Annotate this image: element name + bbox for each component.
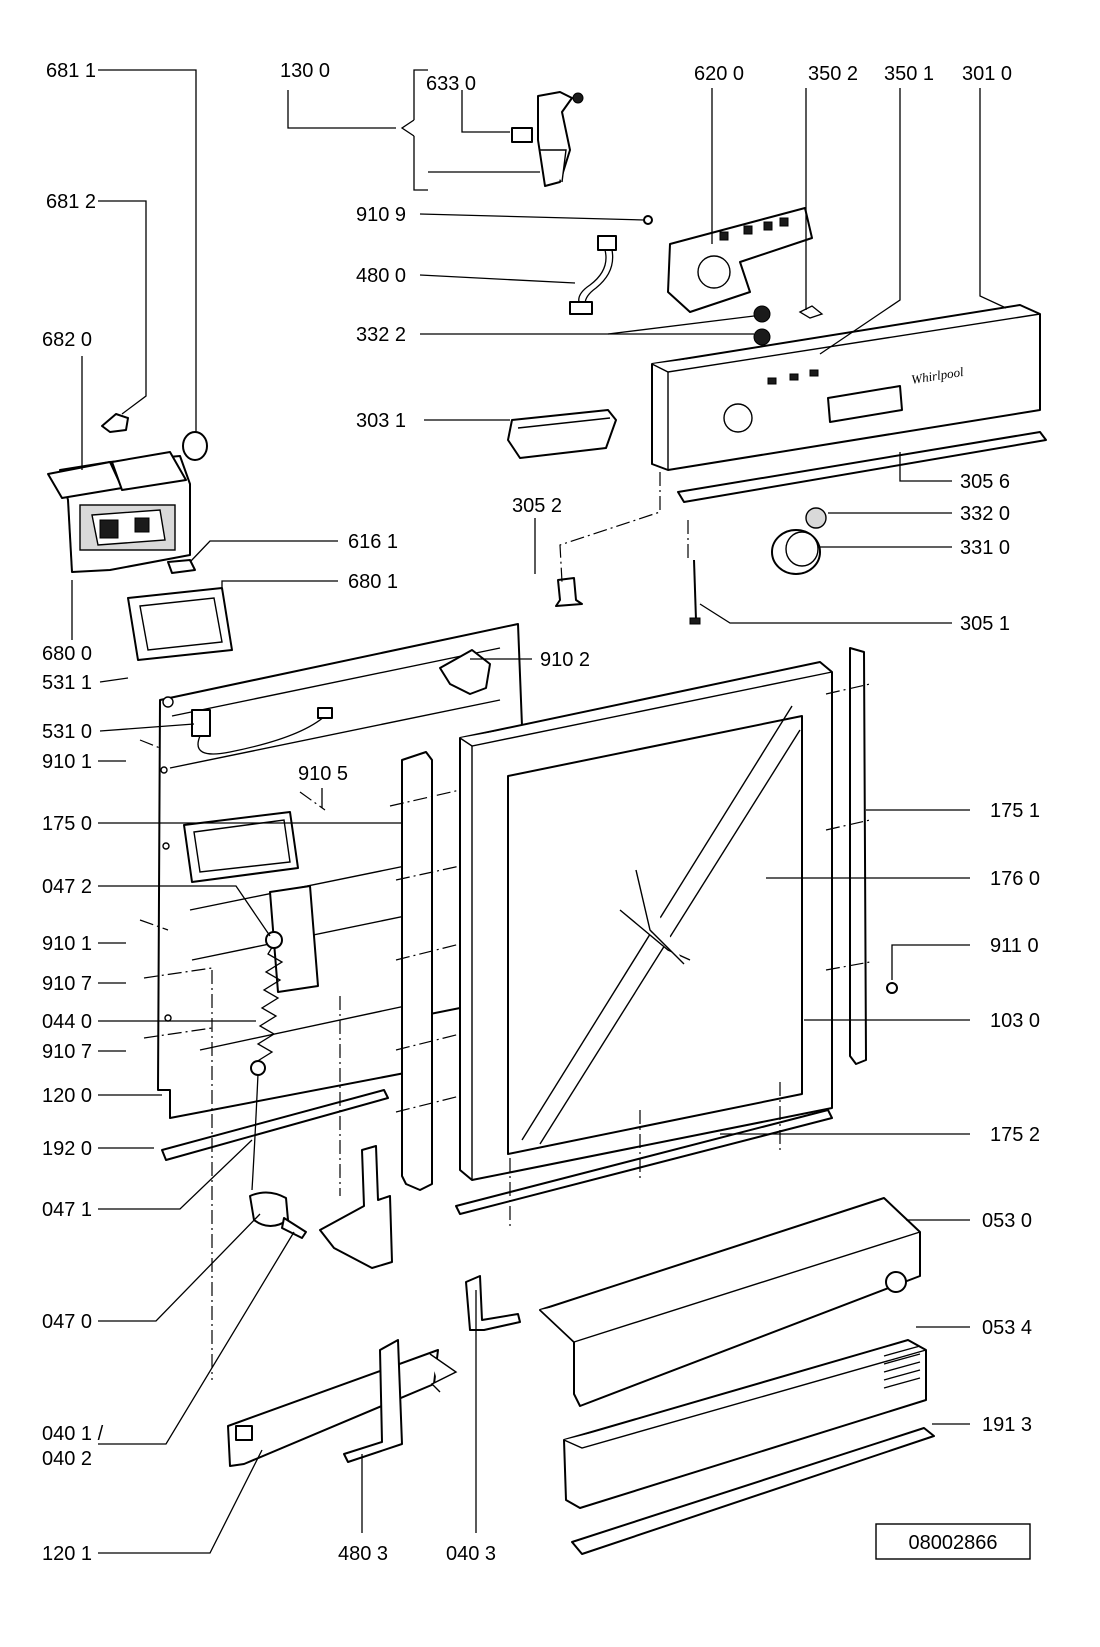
part-047-0-pulley xyxy=(249,1191,307,1239)
label-332-2: 332 2 xyxy=(356,324,406,346)
part-175-1-side-trim xyxy=(849,647,867,1065)
part-910-9 xyxy=(643,215,653,225)
label-040-2: 040 2 xyxy=(42,1448,92,1470)
label-053-4: 053 4 xyxy=(982,1317,1032,1339)
label-910-7-a: 910 7 xyxy=(42,973,92,995)
document-number-box xyxy=(875,1523,1031,1560)
label-044-0: 044 0 xyxy=(42,1011,92,1033)
part-053-4-vent-cover xyxy=(563,1339,927,1509)
label-910-2: 910 2 xyxy=(540,649,590,671)
part-191-3-strip xyxy=(571,1427,935,1555)
label-331-0: 331 0 xyxy=(960,537,1010,559)
label-332-0: 332 0 xyxy=(960,503,1010,525)
label-680-0: 680 0 xyxy=(42,643,92,665)
part-120-1-lower-panel xyxy=(227,1349,458,1467)
label-620-0: 620 0 xyxy=(694,63,744,85)
label-192-0: 192 0 xyxy=(42,1138,92,1160)
label-120-1: 120 1 xyxy=(42,1543,92,1565)
part-103-0-outer-door xyxy=(459,661,833,1181)
label-531-0: 531 0 xyxy=(42,721,92,743)
part-620-0-board xyxy=(667,207,813,313)
part-332-2-a xyxy=(753,305,771,323)
label-531-1: 531 1 xyxy=(42,672,92,694)
label-305-1: 305 1 xyxy=(960,613,1010,635)
label-301-0: 301 0 xyxy=(962,63,1012,85)
label-681-2: 681 2 xyxy=(46,191,96,213)
part-332-2-b xyxy=(753,328,771,346)
part-531-0-door-switch xyxy=(191,707,333,755)
label-047-1: 047 1 xyxy=(42,1199,92,1221)
part-175-2-bottom-trim xyxy=(455,1109,833,1215)
label-040-1: 040 1 / xyxy=(42,1423,104,1445)
part-331-0-knob xyxy=(771,529,821,575)
label-175-0: 175 0 xyxy=(42,813,92,835)
part-305-1-rod xyxy=(689,559,701,625)
part-040-1-hinge xyxy=(319,1145,393,1269)
part-040-3-bracket xyxy=(465,1275,521,1331)
label-910-1-b: 910 1 xyxy=(42,933,92,955)
label-910-5: 910 5 xyxy=(298,763,348,785)
label-633-0: 633 0 xyxy=(426,73,476,95)
label-910-1-a: 910 1 xyxy=(42,751,92,773)
part-305-2 xyxy=(555,577,583,607)
part-681-2 xyxy=(101,413,129,433)
part-047-1-cable xyxy=(251,1073,259,1191)
label-053-0: 053 0 xyxy=(982,1210,1032,1232)
label-175-2: 175 2 xyxy=(990,1124,1040,1146)
part-910-2-bracket xyxy=(439,649,491,695)
part-130-0-latch xyxy=(511,91,584,187)
label-480-3: 480 3 xyxy=(338,1543,388,1565)
leader-lines xyxy=(71,69,1007,1554)
label-175-1: 175 1 xyxy=(990,800,1040,822)
label-305-2: 305 2 xyxy=(512,495,562,517)
part-192-0-strip xyxy=(161,1089,389,1161)
part-681-1 xyxy=(182,431,208,461)
label-303-1: 303 1 xyxy=(356,410,406,432)
label-191-3: 191 3 xyxy=(982,1414,1032,1436)
label-681-1: 681 1 xyxy=(46,60,96,82)
label-350-2: 350 2 xyxy=(808,63,858,85)
label-040-3: 040 3 xyxy=(446,1543,496,1565)
document-number: 08002866 xyxy=(909,1532,998,1554)
label-350-1: 350 1 xyxy=(884,63,934,85)
part-301-0-control-panel xyxy=(651,304,1041,471)
part-305-6 xyxy=(677,431,1047,503)
alignment-lines xyxy=(139,472,871,1380)
label-130-0: 130 0 xyxy=(280,60,330,82)
label-305-6: 305 6 xyxy=(960,471,1010,493)
label-047-2: 047 2 xyxy=(42,876,92,898)
label-911-0: 911 0 xyxy=(990,935,1039,957)
label-176-0: 176 0 xyxy=(990,868,1040,890)
part-303-1-handle xyxy=(507,409,617,459)
part-616-1 xyxy=(167,559,196,574)
label-616-1: 616 1 xyxy=(348,531,398,553)
part-680-0-dispenser xyxy=(47,451,191,573)
label-120-0: 120 0 xyxy=(42,1085,92,1107)
part-480-3-bracket xyxy=(343,1339,403,1463)
part-480-0-harness xyxy=(569,235,617,315)
label-682-0: 682 0 xyxy=(42,329,92,351)
label-047-0: 047 0 xyxy=(42,1311,92,1333)
label-680-1: 680 1 xyxy=(348,571,398,593)
part-911-0 xyxy=(886,982,898,994)
label-103-0: 103 0 xyxy=(990,1010,1040,1032)
part-labels: 681 1 130 0 633 0 620 0 350 2 350 1 301 … xyxy=(42,60,1040,1565)
part-053-0-kickplate xyxy=(539,1197,921,1407)
part-332-0 xyxy=(805,507,827,529)
part-350-2 xyxy=(798,305,824,319)
label-480-0: 480 0 xyxy=(356,265,406,287)
part-680-1-gasket xyxy=(127,587,233,661)
label-910-9: 910 9 xyxy=(356,204,406,226)
part-175-0-side-trim xyxy=(401,751,433,1191)
label-910-7-b: 910 7 xyxy=(42,1041,92,1063)
